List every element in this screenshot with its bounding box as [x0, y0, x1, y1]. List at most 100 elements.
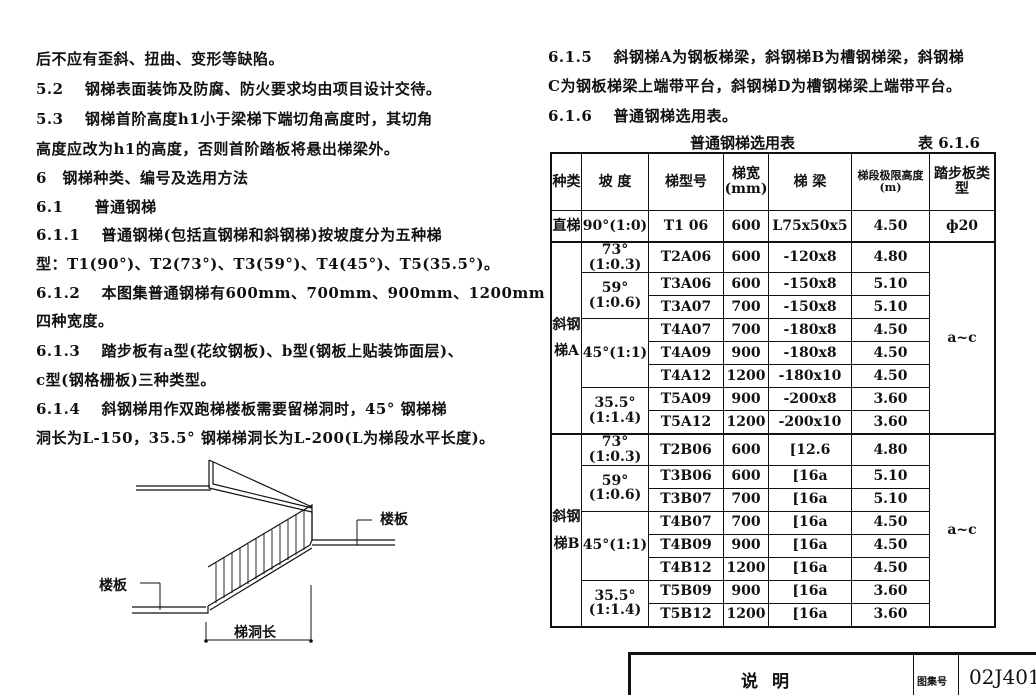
- steel-stair-selection-table: 种类 坡 度 梯型号 梯宽(mm) 梯 梁 梯段极限高度(m) 踏步板类 型 直…: [550, 152, 996, 628]
- slope-cell: 35.5°(1:1.4): [581, 387, 649, 435]
- height-cell: 3.60: [851, 410, 930, 435]
- subsection-heading: 6.1 普通钢梯: [36, 198, 157, 216]
- beam-cell: [16a: [768, 579, 852, 604]
- text-line: 洞长为L-150，35.5° 钢梯梯洞长为L-200(L为梯段水平长度)。: [36, 429, 495, 447]
- beam-cell: -150x8: [768, 272, 852, 297]
- model-cell: T3A07: [648, 295, 724, 320]
- beam-cell: [16a: [768, 464, 852, 489]
- height-cell: 4.50: [851, 533, 930, 558]
- table-row: T4B09 900 [16a 4.50: [551, 533, 995, 558]
- text-line: 5.2 钢梯表面装饰及防腐、防火要求均由项目设计交待。: [36, 80, 442, 98]
- model-cell: T5B12: [648, 602, 724, 628]
- header-tread: 踏步板类 型: [929, 152, 996, 211]
- floor-slab-label-upper: 楼板: [380, 512, 408, 528]
- header-width: 梯宽(mm): [723, 152, 769, 211]
- beam-cell: -120x8: [768, 241, 852, 274]
- atlas-number: 02J401: [969, 665, 1036, 689]
- model-cell: T2B06: [648, 433, 724, 466]
- header-model: 梯型号: [648, 152, 724, 211]
- height-cell: 5.10: [851, 272, 930, 297]
- width-cell: 700: [723, 510, 769, 535]
- model-cell: T2A06: [648, 241, 724, 274]
- table-row: 59°(1:0.6) T3B06 600 [16a 5.10: [551, 464, 995, 512]
- section-heading: 6 钢梯种类、编号及选用方法: [36, 169, 249, 187]
- width-cell: 700: [723, 295, 769, 320]
- height-cell: 3.60: [851, 579, 930, 604]
- table-row: 直梯 90°(1:0) T1 06 600 L75x50x5 4.50 ф20: [550, 210, 996, 243]
- text-line: 6.1.1 普通钢梯(包括直钢梯和斜钢梯)按坡度分为五种梯: [36, 226, 443, 244]
- model-cell: T4A09: [648, 341, 724, 366]
- text-line: 型：T1(90°)、T2(73°)、T3(59°)、T4(45°)、T5(35.…: [36, 255, 500, 273]
- model-cell: T4B09: [648, 533, 724, 558]
- width-cell: 600: [723, 210, 769, 243]
- table-header-row: 种类 坡 度 梯型号 梯宽(mm) 梯 梁 梯段极限高度(m) 踏步板类 型: [550, 152, 996, 211]
- model-cell: T4A07: [648, 318, 724, 343]
- beam-cell: [16a: [768, 510, 852, 535]
- height-cell: 3.60: [851, 602, 930, 628]
- beam-cell: L75x50x5: [768, 210, 852, 243]
- model-cell: T1 06: [648, 210, 724, 243]
- opening-length-label: 梯洞长: [234, 625, 276, 641]
- header-kind: 种类: [550, 152, 582, 211]
- header-height: 梯段极限高度(m): [851, 152, 930, 211]
- table-row: 斜钢梯B 73°(1:0.3) T2B06 600 [12.6 4.80 a~c: [550, 433, 996, 628]
- text-line: 5.3 钢梯首阶高度h1小于梁梯下端切角高度时，其切角: [36, 110, 433, 128]
- model-cell: T4A12: [648, 364, 724, 389]
- model-cell: T3B06: [648, 464, 724, 489]
- beam-cell: -200x8: [768, 387, 852, 412]
- height-cell: 3.60: [851, 387, 930, 412]
- slope-cell: 90°(1:0): [581, 210, 649, 243]
- width-cell: 600: [723, 241, 769, 274]
- tread-cell: a~c: [929, 433, 996, 628]
- table-row: 35.5°(1:1.4) T5B09 900 [16a 3.60: [551, 579, 995, 628]
- text-line: 后不应有歪斜、扭曲、变形等缺陷。: [36, 50, 285, 68]
- height-cell: 4.50: [851, 364, 930, 389]
- height-cell: 4.50: [851, 318, 930, 343]
- table-title: 普通钢梯选用表: [690, 134, 796, 152]
- slope-cell: 59°(1:0.6): [581, 464, 649, 512]
- header-beam: 梯 梁: [768, 152, 852, 211]
- height-cell: 4.50: [851, 510, 930, 535]
- height-cell: 5.10: [851, 464, 930, 489]
- beam-cell: -180x8: [768, 318, 852, 343]
- beam-cell: [16a: [768, 487, 852, 512]
- slope-cell: 35.5°(1:1.4): [581, 579, 649, 628]
- height-cell: 5.10: [851, 487, 930, 512]
- text-line: 6.1.3 踏步板有a型(花纹钢板)、b型(钢板上贴装饰面层)、: [36, 342, 464, 360]
- model-cell: T3B07: [648, 487, 724, 512]
- width-cell: 1200: [723, 556, 769, 581]
- floor-slab-label-lower: 楼板: [99, 578, 127, 594]
- model-cell: T5A12: [648, 410, 724, 435]
- width-cell: 900: [723, 387, 769, 412]
- tread-cell: ф20: [929, 210, 996, 243]
- header-slope: 坡 度: [581, 152, 649, 211]
- title-block-title: 说明: [741, 672, 803, 692]
- atlas-number-label: 图集号: [917, 677, 947, 688]
- table-row: 35.5°(1:1.4) T5A09 900 -200x8 3.60: [551, 387, 995, 435]
- text-line: c型(钢格栅板)三种类型。: [36, 371, 216, 389]
- beam-cell: -150x8: [768, 295, 852, 320]
- model-cell: T5A09: [648, 387, 724, 412]
- group-incline-b: 斜钢梯B: [550, 433, 582, 628]
- model-cell: T5B09: [648, 579, 724, 604]
- table-row: 45°(1:1) T4A07 700 -180x8 4.50: [551, 318, 995, 389]
- slope-cell: 45°(1:1): [581, 318, 649, 389]
- table-row: T3A07 700 -150x8 5.10: [551, 295, 995, 320]
- beam-cell: -180x8: [768, 341, 852, 366]
- slope-cell: 45°(1:1): [581, 510, 649, 581]
- table-row: 斜钢梯A 73°(1:0.3) T2A06 600 -120x8 4.80 a~…: [550, 240, 996, 435]
- height-cell: 4.80: [851, 433, 930, 466]
- slope-cell: 73°(1:0.3): [581, 241, 649, 274]
- model-cell: T4B12: [648, 556, 724, 581]
- stair-opening-diagram: [132, 459, 395, 643]
- height-cell: 4.50: [851, 556, 930, 581]
- divider: [958, 655, 959, 695]
- table-row: T5B12 1200 [16a 3.60: [551, 602, 995, 628]
- height-cell: 5.10: [851, 295, 930, 320]
- model-cell: T3A06: [648, 272, 724, 297]
- slope-cell: 73°(1:0.3): [581, 433, 649, 466]
- text-line: 高度应改为h1的高度，否则首阶踏板将悬出梯梁外。: [36, 140, 400, 158]
- height-cell: 4.50: [851, 341, 930, 366]
- width-cell: 600: [723, 433, 769, 466]
